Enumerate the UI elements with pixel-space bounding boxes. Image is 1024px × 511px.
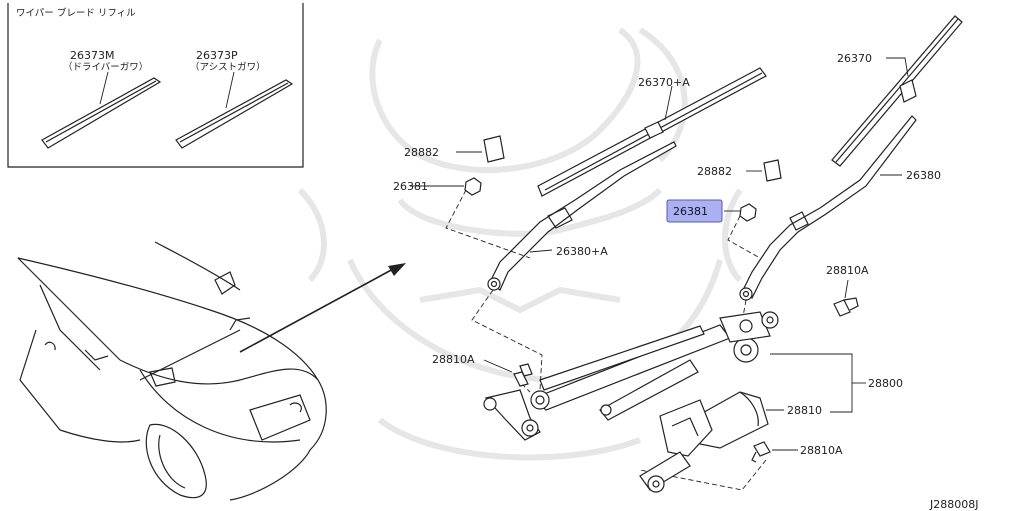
label-26380[interactable]: 26380 <box>906 169 941 182</box>
label-28810[interactable]: 28810 <box>787 404 822 417</box>
label-26370[interactable]: 26370 <box>837 52 872 65</box>
inset-title: ワイパー ブレード リフィル <box>16 7 136 19</box>
bolt-28810a-left <box>513 363 533 387</box>
bolt-28810a-top <box>833 297 859 317</box>
label-28882-left[interactable]: 28882 <box>404 146 439 159</box>
cap-28882-left <box>483 135 505 163</box>
label-26380a[interactable]: 26380+A <box>556 245 608 258</box>
nut-26381-left <box>464 177 482 196</box>
wiper-blade-26370 <box>831 15 963 167</box>
label-28800[interactable]: 28800 <box>868 377 903 390</box>
refill-26373m <box>41 77 162 149</box>
label-26381-right[interactable]: 26381 <box>673 205 708 218</box>
highlight-26381[interactable] <box>666 199 723 223</box>
refill-26373p <box>175 79 294 149</box>
wiper-arm-26380 <box>739 115 917 301</box>
label-26370a[interactable]: 26370+A <box>638 76 690 89</box>
label-26373p: 26373P <box>196 49 238 62</box>
leader-lines <box>410 57 909 451</box>
car-outline <box>17 241 327 501</box>
bolt-28810a-bottom <box>751 441 771 463</box>
cap-28882-right <box>763 159 782 182</box>
label-26373p-side: （アシストガワ） <box>190 61 266 73</box>
label-28810a-left[interactable]: 28810A <box>432 353 475 366</box>
label-26373m: 26373M <box>70 49 114 62</box>
label-28810a-bottom[interactable]: 28810A <box>800 444 843 457</box>
label-28882-right[interactable]: 28882 <box>697 165 732 178</box>
part-labels: 26370+A 26370 28882 26381 28882 26381 26… <box>393 52 941 457</box>
label-26373m-side: （ドライバーガワ） <box>63 61 148 73</box>
linkage-assembly-28800 <box>483 311 779 441</box>
callout-arrow <box>239 263 406 353</box>
label-26381-left[interactable]: 26381 <box>393 180 428 193</box>
figure-code: J288008J <box>929 498 978 511</box>
motor-28810 <box>639 391 769 493</box>
wiper-blade-26370a <box>537 67 767 197</box>
watermark <box>297 27 743 461</box>
label-28810a-top[interactable]: 28810A <box>826 264 869 277</box>
wiper-arm-26380a <box>487 141 677 291</box>
inset-box: ワイパー ブレード リフィル 26373M （ドライバーガワ） 26373P （… <box>7 3 304 168</box>
nut-26381-right <box>739 203 757 222</box>
